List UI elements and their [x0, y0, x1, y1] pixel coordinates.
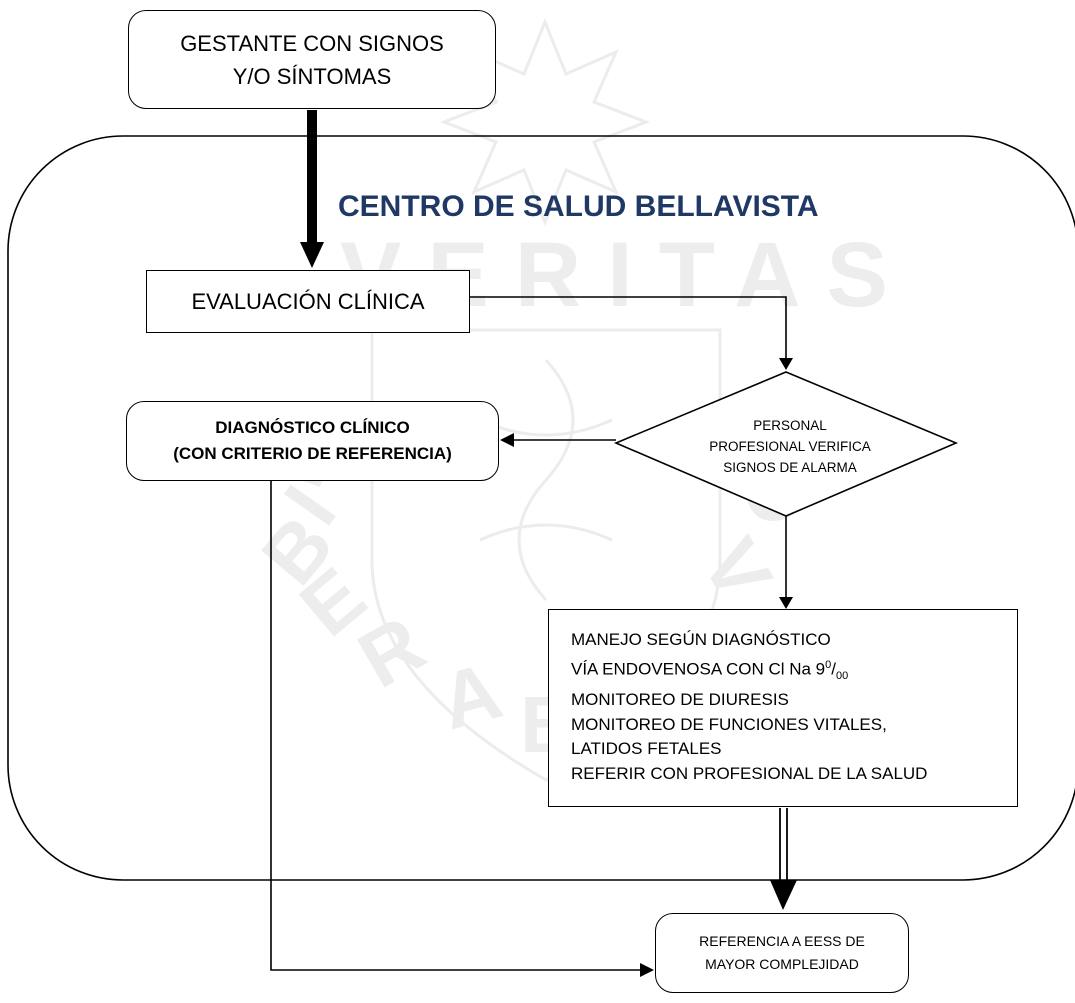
management-line-4: MONITOREO DE FUNCIONES VITALES,	[571, 714, 887, 734]
management-line-2-text: VÍA ENDOVENOSA CON Cl Na 9	[571, 659, 826, 679]
start-line-1: GESTANTE CON SIGNOS	[180, 30, 444, 56]
arrow-decision-to-dx-head	[500, 433, 514, 447]
referral-line-2: MAYOR COMPLEJIDAD	[705, 956, 859, 972]
arrow-dx-to-ref	[270, 481, 642, 971]
management-line-3: MONITOREO DE DIURESIS	[571, 690, 789, 710]
diagram-title: CENTRO DE SALUD BELLAVISTA	[338, 190, 819, 223]
diagnosis-line-2: (CON CRITERIO DE REFERENCIA)	[173, 444, 452, 463]
management-line-5: LATIDOS FETALES	[571, 739, 722, 759]
arrow-decision-to-manejo-head	[779, 597, 793, 609]
arrow-manejo-to-ref-head	[770, 880, 797, 910]
decision-line-1: PERSONAL	[753, 418, 827, 433]
diagnosis-line-1: DIAGNÓSTICO CLÍNICO	[215, 418, 410, 437]
arrow-dx-to-ref-head	[640, 963, 654, 977]
decision-line-2: PROFESIONAL VERIFICA	[709, 439, 871, 454]
management-line-2-slash: /	[831, 659, 836, 679]
diagnosis-node: DIAGNÓSTICO CLÍNICO (CON CRITERIO DE REF…	[126, 401, 499, 481]
arrow-start-to-eval-head	[300, 242, 324, 268]
arrow-eval-to-decision-head	[779, 358, 793, 370]
health-center-container	[7, 135, 1075, 881]
referral-line-1: REFERENCIA A EESS DE	[699, 933, 865, 949]
management-node: MANEJO SEGÚN DIAGNÓSTICO VÍA ENDOVENOSA …	[548, 609, 1018, 807]
evaluation-label: EVALUACIÓN CLÍNICA	[191, 288, 425, 314]
decision-label: PERSONAL PROFESIONAL VERIFICA SIGNOS DE …	[640, 415, 940, 478]
management-line-2: VÍA ENDOVENOSA CON Cl Na 90/00	[571, 653, 1017, 689]
start-node: GESTANTE CON SIGNOS Y/O SÍNTOMAS	[128, 10, 496, 109]
evaluation-node: EVALUACIÓN CLÍNICA	[146, 270, 470, 333]
referral-node: REFERENCIA A EESS DE MAYOR COMPLEJIDAD	[655, 913, 909, 993]
management-line-2-sup: 0	[825, 658, 832, 671]
management-line-1: MANEJO SEGÚN DIAGNÓSTICO	[571, 630, 831, 649]
decision-line-3: SIGNOS DE ALARMA	[723, 460, 857, 475]
arrow-eval-to-decision	[470, 296, 787, 360]
start-line-2: Y/O SÍNTOMAS	[232, 63, 392, 89]
management-line-6: REFERIR CON PROFESIONAL DE LA SALUD	[571, 763, 928, 783]
management-line-2-sub: 00	[836, 669, 849, 682]
